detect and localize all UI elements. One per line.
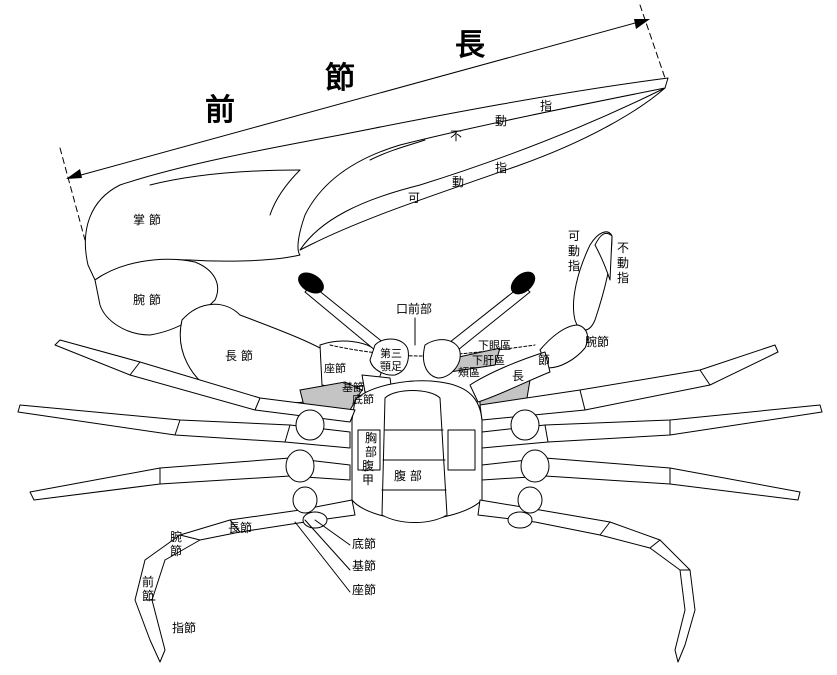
- label-fixed-finger-3: 指: [540, 98, 552, 113]
- palm-large: [84, 77, 669, 281]
- right-legs: [477, 344, 823, 663]
- label-sternum-1: 胸: [365, 430, 377, 445]
- label-pterygostomian: 頰區: [458, 366, 480, 379]
- label-movable-finger-2: 動: [452, 175, 464, 189]
- label-merus-claw: 長 節: [225, 348, 253, 363]
- label-small-movable-1: 可: [568, 229, 580, 243]
- label-leg-coxa: 底節: [352, 536, 376, 551]
- left-eye: [298, 272, 324, 294]
- small-claw: [469, 231, 613, 403]
- label-maxilliped-1: 第三: [380, 346, 402, 360]
- label-fixed-finger-2: 動: [495, 114, 507, 128]
- measurement-arrow: [59, 4, 666, 241]
- label-small-merus-1: 節: [538, 352, 550, 367]
- third-maxilliped-right: [423, 339, 461, 379]
- label-leg-propodus-1: 前: [142, 574, 154, 589]
- label-basis-claw: 基節: [342, 380, 364, 394]
- label-small-movable-3: 指: [568, 258, 580, 273]
- label-movable-finger-3: 指: [495, 160, 507, 175]
- label-leg-basis: 基節: [352, 558, 376, 573]
- label-small-merus-2: 長: [512, 369, 524, 383]
- label-propodus-2: 節: [325, 61, 355, 96]
- label-ischium-claw: 座節: [324, 361, 346, 375]
- label-abdomen-plate-2: 甲: [362, 473, 374, 487]
- label-small-carpus: 腕節: [585, 334, 609, 349]
- label-leg-merus: 長節: [228, 520, 252, 535]
- label-propodus-1: 前: [205, 93, 235, 128]
- label-epistome: 口前部: [396, 301, 432, 316]
- label-coxa-claw: 底節: [352, 392, 374, 406]
- label-small-fixed-2: 動: [617, 256, 629, 270]
- label-suborbital: 下眼區: [478, 339, 511, 352]
- label-propodus-3: 長: [455, 28, 486, 63]
- label-fixed-finger-1: 不: [450, 129, 462, 143]
- labels: 前 節 長 不 動 指 可 動 指 掌 節 腕 節 長 節 座節 基節 底節 口…: [133, 28, 629, 635]
- label-palm: 掌 節: [133, 212, 161, 227]
- small-claw-finger: [594, 232, 613, 281]
- right-eye: [510, 271, 536, 295]
- label-leg-ischium: 座節: [352, 582, 376, 597]
- left-legs: [17, 339, 356, 663]
- label-subhepatic: 下肝區: [472, 354, 505, 367]
- third-maxilliped-left: [369, 338, 409, 376]
- abdomen: [381, 390, 448, 523]
- label-sternum-2: 部: [365, 444, 377, 459]
- label-small-fixed-1: 不: [617, 241, 629, 255]
- small-claw-merus: [469, 351, 551, 403]
- leader-lines: [294, 317, 416, 593]
- label-leg-carpus-1: 腕: [170, 529, 182, 544]
- label-small-movable-2: 動: [568, 244, 580, 258]
- small-claw-carpus: [539, 324, 589, 369]
- label-leg-propodus-2: 節: [142, 588, 154, 603]
- label-small-fixed-3: 指: [617, 270, 629, 285]
- label-movable-finger-1: 可: [408, 191, 420, 205]
- label-leg-carpus-2: 節: [170, 543, 182, 558]
- label-leg-dactyl: 指節: [172, 620, 196, 635]
- label-abdomen: 腹 部: [394, 468, 422, 483]
- large-claw: [84, 77, 669, 404]
- label-carpus-claw: 腕 節: [133, 292, 161, 307]
- label-maxilliped-2: 顎足: [380, 360, 402, 373]
- label-abdomen-plate-1: 腹: [362, 459, 374, 473]
